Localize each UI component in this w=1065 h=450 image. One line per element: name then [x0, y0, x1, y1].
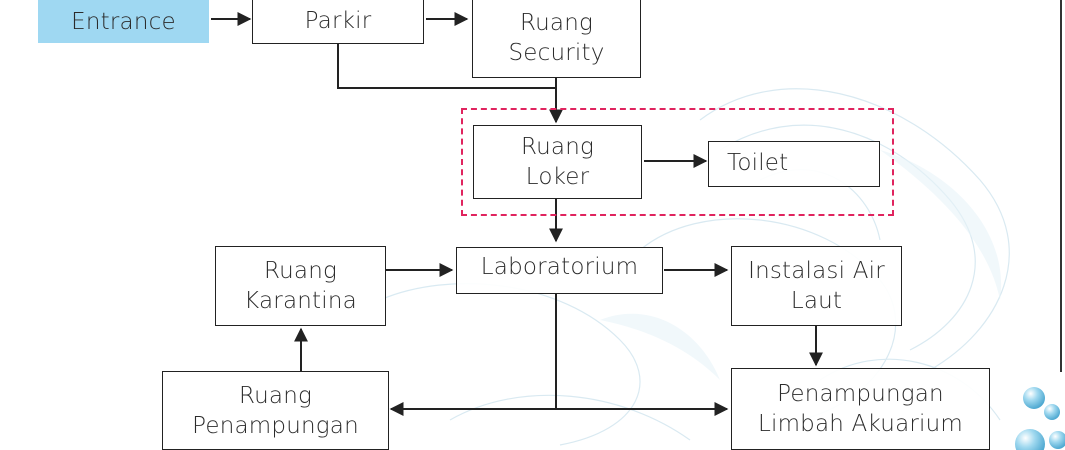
node-parkir: Parkir	[252, 0, 424, 44]
right-border-rule	[1060, 0, 1062, 372]
edge-parkir-loker	[337, 44, 556, 89]
locker-toilet-highlight-group	[461, 108, 894, 216]
node-ruang-penampungan: Ruang Penampungan	[162, 371, 389, 450]
node-toilet: Toilet	[708, 141, 880, 187]
node-laboratorium: Laboratorium	[456, 247, 663, 294]
node-instalasi-air-laut: Instalasi Air Laut	[731, 246, 902, 326]
node-entrance: Entrance	[38, 0, 209, 43]
node-ruang-karantina: Ruang Karantina	[215, 246, 386, 326]
node-ruang-loker: Ruang Loker	[473, 125, 642, 199]
node-penampungan-limbah-akuarium: Penampungan Limbah Akuarium	[731, 368, 990, 450]
node-ruang-security: Ruang Security	[472, 0, 641, 78]
